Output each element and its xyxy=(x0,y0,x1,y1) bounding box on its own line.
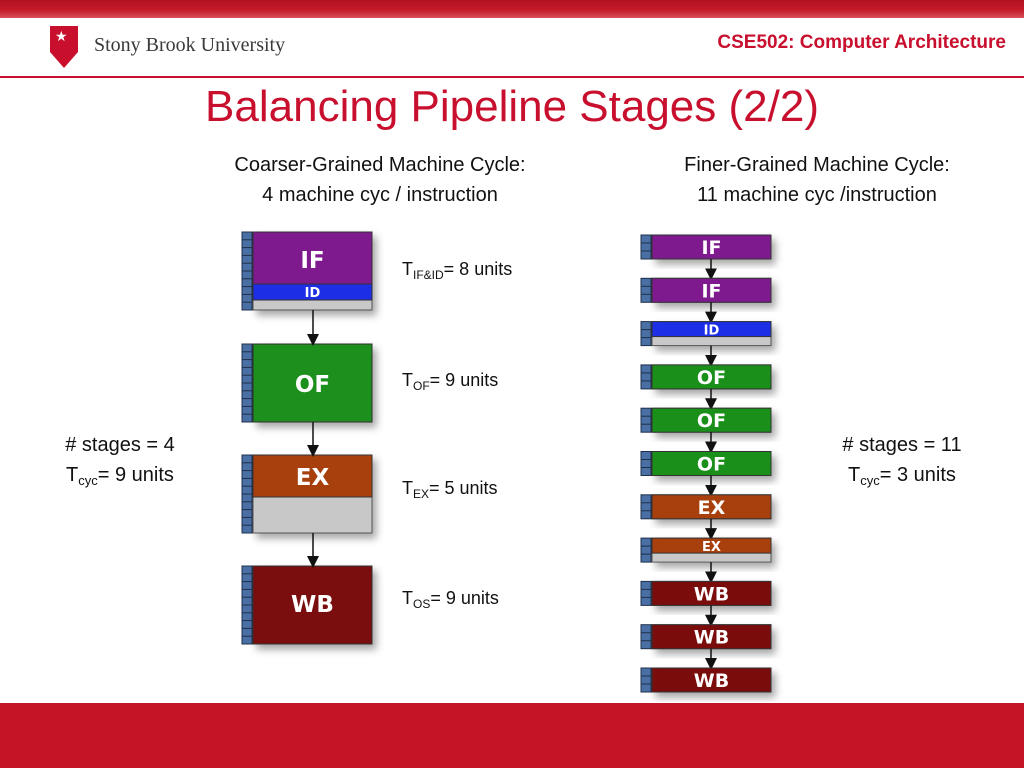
fine-stage-label-1: IF xyxy=(701,237,721,259)
fine-latch-10 xyxy=(640,624,652,650)
fine-latch-7 xyxy=(640,494,652,520)
fine-stage-label-6: OF xyxy=(697,454,726,476)
fine-stage-label-3: ID xyxy=(704,324,720,339)
fine-stage-1 xyxy=(651,234,772,260)
timing-os: TOS= 9 units xyxy=(402,588,499,611)
fine-heading: Finer-Grained Machine Cycle: 11 machine … xyxy=(617,150,1017,210)
coarse-stage-count: # stages = 4 xyxy=(65,434,175,456)
coarse-heading-line1: Coarser-Grained Machine Cycle: xyxy=(234,154,526,176)
fine-latch-11 xyxy=(640,667,652,693)
timing-of: TOF= 9 units xyxy=(402,370,499,393)
fine-latch-6 xyxy=(640,451,652,476)
coarse-of-stage xyxy=(252,343,373,423)
coarse-if-stage xyxy=(252,231,373,285)
fine-stage-10 xyxy=(651,624,772,650)
fine-latch-2 xyxy=(640,277,652,303)
fine-stage-label-8: EX xyxy=(702,540,721,555)
star-icon: ★ xyxy=(55,29,68,45)
fine-summary: # stages = 11 Tcyc= 3 units xyxy=(812,430,992,490)
fine-stage-label-11: WB xyxy=(694,670,729,692)
fine-stage-6 xyxy=(651,451,772,476)
fine-latch-1 xyxy=(640,234,652,260)
coarse-ex-stage xyxy=(252,454,373,498)
fine-stage-label-9: WB xyxy=(694,583,729,605)
slide-title: Balancing Pipeline Stages (2/2) xyxy=(205,82,819,131)
footer-banner xyxy=(0,703,1024,768)
header-divider xyxy=(0,76,1024,78)
coarse-id-stage xyxy=(252,283,373,301)
fine-stage-5 xyxy=(651,407,772,433)
fine-stage-label-4: OF xyxy=(697,367,726,389)
top-banner xyxy=(0,0,1024,18)
coarse-wb-stage xyxy=(252,565,373,645)
coarse-latch-2 xyxy=(241,343,253,423)
fine-latch-9 xyxy=(640,580,652,606)
coarse-latch-1 xyxy=(241,231,253,311)
coarse-pipeline: IF ID OF EX WB xyxy=(241,231,373,645)
coarse-latch-4 xyxy=(241,565,253,645)
fine-heading-line2: 11 machine cyc /instruction xyxy=(697,184,937,206)
coarse-ex-label: EX xyxy=(296,465,330,491)
fine-stage-3 xyxy=(651,321,772,338)
fine-stage-label-7: EX xyxy=(698,497,726,519)
fine-latch-4 xyxy=(640,364,652,390)
coarse-tcyc: Tcyc= 9 units xyxy=(66,464,174,488)
timing-if-id: TIF&ID= 8 units xyxy=(402,259,513,282)
course-title: CSE502: Computer Architecture xyxy=(717,32,1006,53)
coarse-of-label: OF xyxy=(295,372,330,398)
university-name: Stony Brook University xyxy=(94,34,286,56)
university-logo: ★ Stony Brook University xyxy=(50,26,320,70)
fine-tcyc: Tcyc= 3 units xyxy=(848,464,956,488)
fine-stage-11 xyxy=(651,667,772,693)
fine-latch-5 xyxy=(640,407,652,433)
fine-heading-line1: Finer-Grained Machine Cycle: xyxy=(684,154,950,176)
fine-stage-label-2: IF xyxy=(701,280,721,302)
coarse-heading: Coarser-Grained Machine Cycle: 4 machine… xyxy=(180,150,580,210)
coarse-heading-line2: 4 machine cyc / instruction xyxy=(262,184,498,206)
fine-pipeline: IF IF ID OF OF OF EX EX WB WB WB xyxy=(640,234,772,693)
coarse-summary: # stages = 4 Tcyc= 9 units xyxy=(30,430,210,490)
fine-stage-label-10: WB xyxy=(694,627,729,649)
fine-latch-8 xyxy=(640,537,652,563)
fine-stage-8 xyxy=(651,537,772,554)
coarse-if-label: IF xyxy=(300,248,324,274)
coarse-wb-label: WB xyxy=(291,592,334,618)
fine-latch-3 xyxy=(640,321,652,347)
coarse-id-label: ID xyxy=(305,286,321,301)
fine-stage-9 xyxy=(651,580,772,606)
fine-stage-label-5: OF xyxy=(697,410,726,432)
coarse-latch-3 xyxy=(241,454,253,534)
timing-ex: TEX= 5 units xyxy=(402,478,498,501)
fine-stage-count: # stages = 11 xyxy=(842,434,962,456)
